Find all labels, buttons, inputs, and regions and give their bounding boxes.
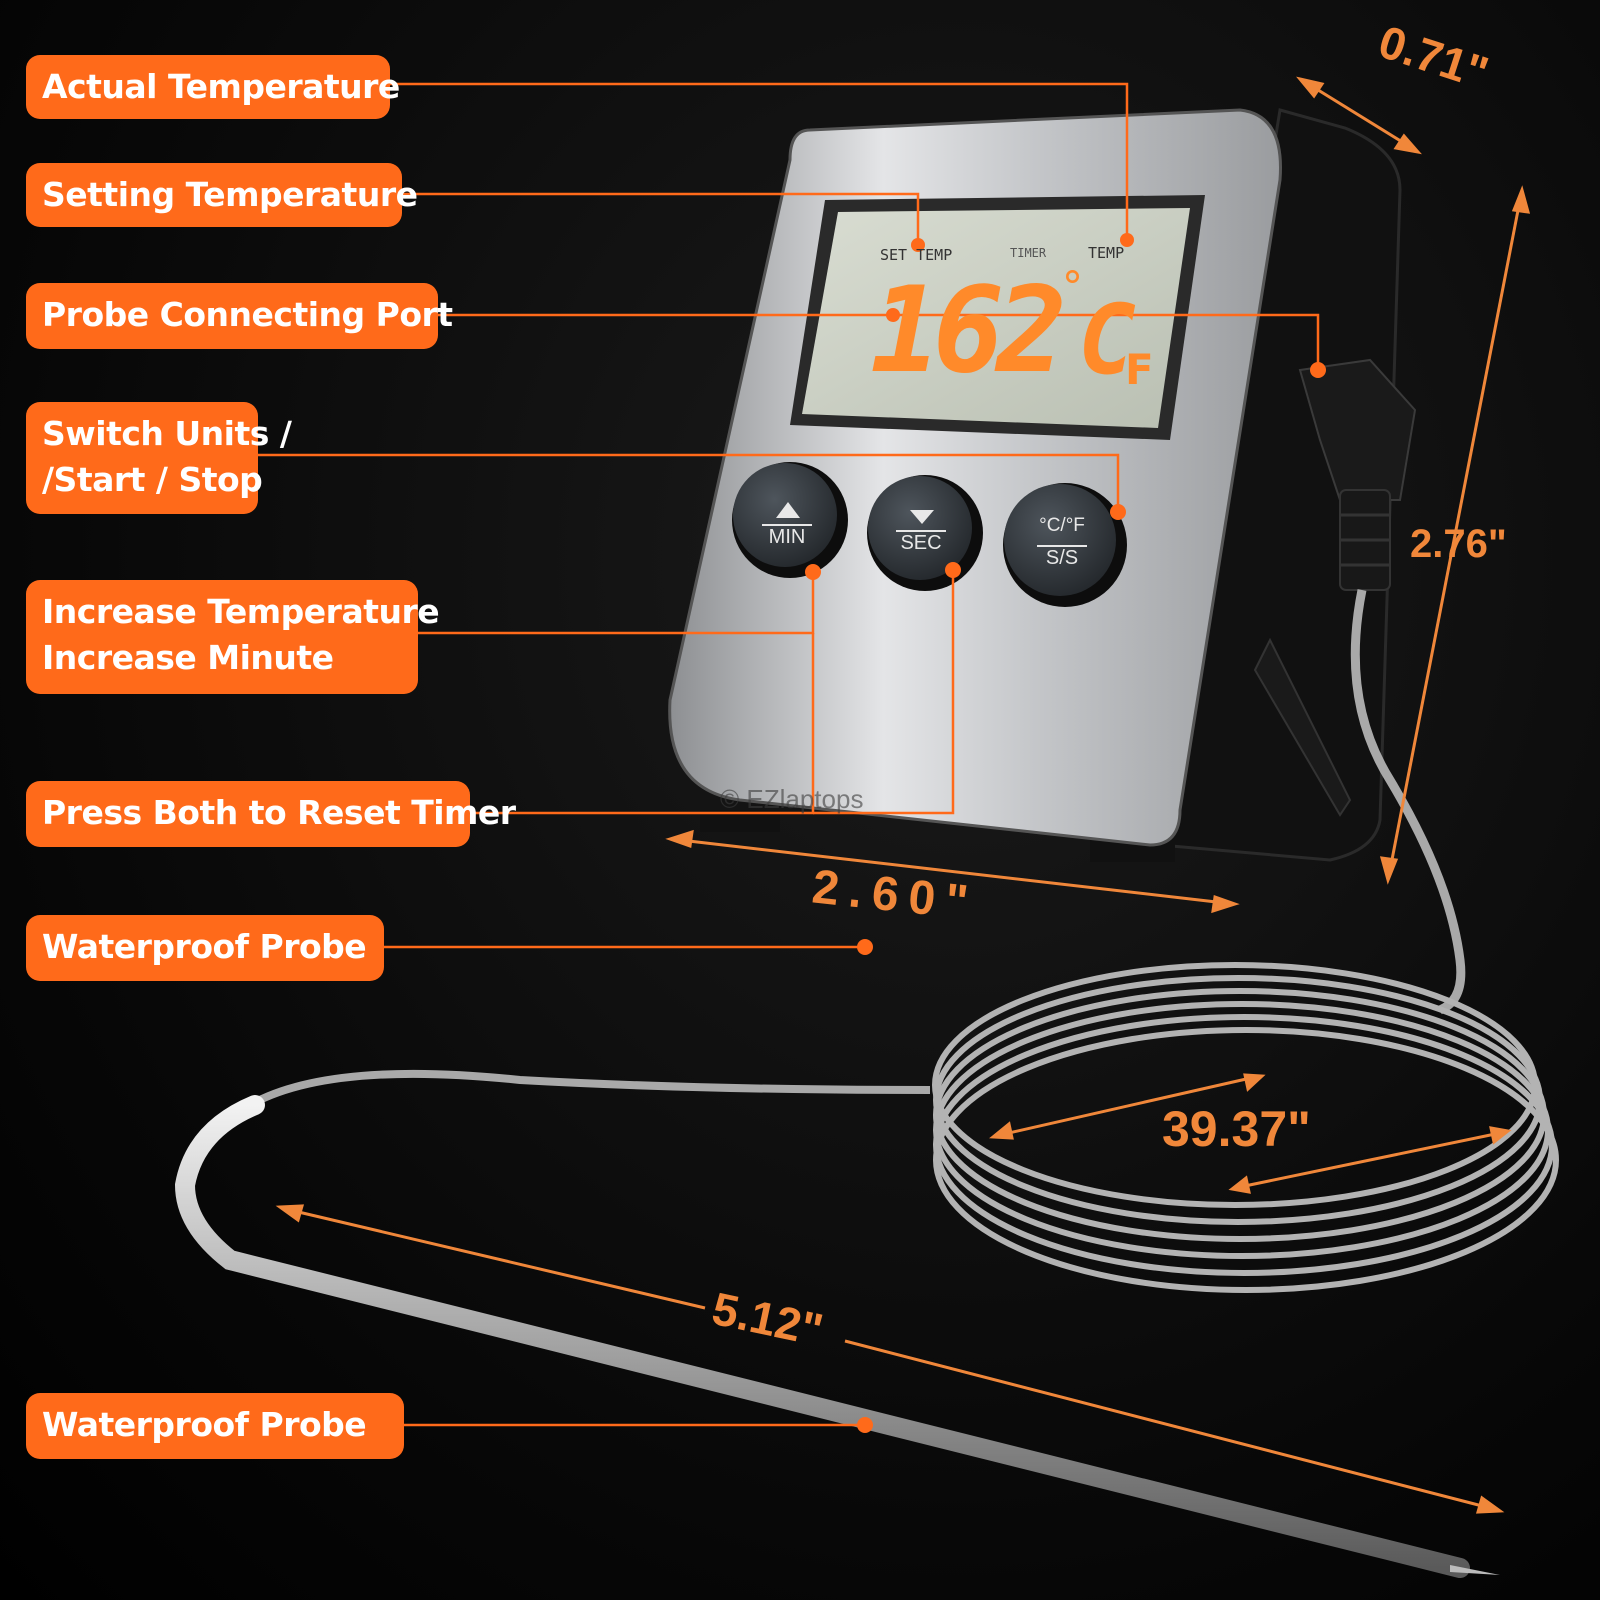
leader-lines bbox=[258, 82, 1320, 1427]
label-waterproof-probe-1: Waterproof Probe bbox=[26, 915, 384, 981]
down-arrow-icon bbox=[910, 510, 934, 524]
up-arrow-icon bbox=[776, 502, 800, 518]
min-button-label[interactable]: MIN bbox=[762, 524, 812, 549]
lcd-unit-c: C bbox=[1078, 284, 1136, 396]
label-waterproof-probe-2: Waterproof Probe bbox=[26, 1393, 404, 1459]
label-increase: Increase Temperature Increase Minute bbox=[26, 580, 440, 694]
probe-rod bbox=[174, 1095, 1470, 1578]
label-setting-temperature: Setting Temperature bbox=[26, 163, 418, 227]
probe-plug bbox=[1298, 358, 1417, 501]
label-switch-units-line2: /Start / Stop bbox=[42, 460, 263, 499]
lcd-degree: ° bbox=[1062, 262, 1083, 311]
units-button-label-top[interactable]: °C/°F bbox=[1039, 515, 1085, 536]
device-stand bbox=[1253, 637, 1352, 817]
sec-button-label[interactable]: SEC bbox=[896, 530, 946, 555]
label-switch-units-line1: Switch Units / bbox=[42, 414, 292, 453]
label-probe-connecting-port: Probe Connecting Port bbox=[26, 283, 453, 349]
dimension-height: 2.76" bbox=[1410, 522, 1507, 566]
label-increase-line1: Increase Temperature bbox=[42, 592, 440, 631]
dimension-cable: 39.37" bbox=[1162, 1101, 1311, 1157]
probe-cable bbox=[248, 1069, 931, 1109]
device-foot bbox=[700, 810, 780, 832]
sec-button bbox=[868, 476, 972, 580]
lcd-set-temp-label: SET TEMP bbox=[880, 246, 953, 264]
label-increase-line2: Increase Minute bbox=[42, 638, 334, 677]
lcd-timer-label: TIMER bbox=[1010, 246, 1047, 260]
lcd-unit-f: F bbox=[1125, 345, 1154, 394]
cable-coil bbox=[932, 962, 1559, 1293]
braided-cable bbox=[1350, 589, 1466, 1015]
label-actual-temperature: Actual Temperature bbox=[26, 55, 400, 119]
units-button bbox=[1004, 484, 1116, 596]
dimension-arrows bbox=[275, 76, 1531, 1514]
units-button-label-bottom[interactable]: S/S bbox=[1037, 545, 1087, 570]
label-switch-units: Switch Units / /Start / Stop bbox=[26, 402, 292, 514]
lcd-temp-label: TEMP bbox=[1088, 244, 1125, 262]
label-reset-timer: Press Both to Reset Timer bbox=[26, 781, 516, 847]
lcd-screen bbox=[802, 208, 1190, 428]
leader-dots bbox=[805, 233, 1326, 1433]
lcd-reading: 162 bbox=[870, 261, 1067, 399]
watermark: © EZlaptops bbox=[720, 784, 864, 814]
